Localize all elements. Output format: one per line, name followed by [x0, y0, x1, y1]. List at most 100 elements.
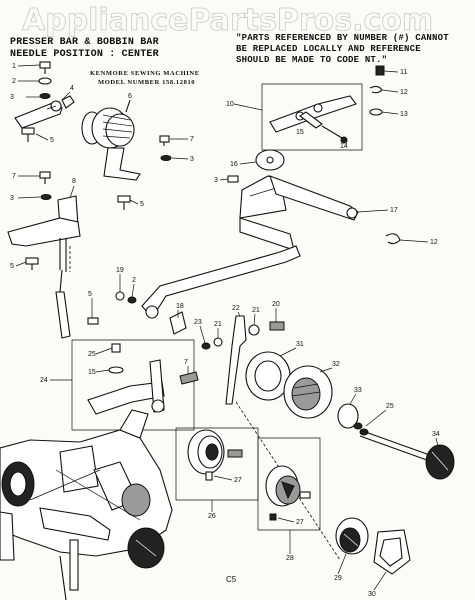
page-code: C5 — [226, 575, 237, 584]
header-right-line2: BE REPLACED LOCALLY AND REFERENCE — [236, 44, 421, 54]
model-line2: MODEL NUMBER 158.12810 — [98, 79, 195, 86]
callout-3-left: 3 — [10, 195, 14, 202]
screw-7-top-drawing — [159, 135, 170, 146]
callout-2: 2 — [12, 78, 16, 85]
nut-21b-drawing — [213, 337, 223, 347]
rod-17-drawing — [239, 175, 359, 251]
header-right-line3: SHOULD BE MADE TO CODE NT." — [236, 55, 387, 65]
callout-6: 6 — [128, 93, 132, 100]
callout-27b: 27 — [296, 519, 304, 526]
ring-31-drawing — [245, 351, 291, 401]
cam-26-drawing — [187, 429, 243, 481]
washer-3-drawing — [39, 93, 51, 99]
callout-4: 4 — [70, 85, 74, 92]
screw-5-left-drawing — [25, 257, 39, 270]
callout-5b: 5 — [140, 201, 144, 208]
bracket-4-drawing — [14, 95, 75, 129]
washer-3-left-drawing — [40, 194, 52, 200]
lever-assembly-10-drawing — [269, 95, 357, 144]
callout-10: 10 — [226, 101, 234, 108]
needle-bar-bracket-8-drawing — [7, 195, 81, 339]
screw-7-left-drawing — [39, 171, 51, 184]
callout-12: 12 — [400, 89, 408, 96]
callout-8: 8 — [72, 178, 76, 185]
callout-11: 11 — [400, 69, 407, 76]
washer-2-mid-drawing — [127, 296, 137, 304]
lever-18-drawing — [141, 245, 301, 335]
callout-15: 15 — [296, 129, 304, 136]
callout-31: 31 — [296, 341, 304, 348]
model-line1: KENMORE SEWING MACHINE — [90, 70, 200, 77]
clip-13-drawing — [369, 108, 383, 116]
callout-25: 25 — [88, 351, 96, 358]
screw-3-right-drawing — [227, 175, 239, 183]
screw-20-drawing — [269, 321, 285, 331]
callout-3: 3 — [10, 94, 14, 101]
callout-21: 21 — [252, 307, 260, 314]
callout-7b: 7 — [184, 359, 188, 366]
callout-9: 5 — [88, 291, 92, 298]
box-24-outline — [71, 339, 195, 431]
callout-27: 27 — [234, 477, 242, 484]
callout-21b: 21 — [214, 321, 222, 328]
callout-labels: 1 2 3 4 5 6 7 3 5 7 3 8 5 5 10 11 12 13 … — [10, 63, 440, 598]
callout-29: 29 — [334, 575, 342, 582]
callout-26: 26 — [208, 513, 216, 520]
callout-34: 34 — [432, 431, 440, 438]
shaft-34-drawing — [359, 429, 455, 480]
box-28-outline — [257, 437, 321, 531]
shaft-16-drawing — [239, 149, 287, 219]
cam-30-drawing — [373, 529, 411, 575]
nut-19-drawing — [115, 291, 125, 301]
callout-16: 16 — [230, 161, 238, 168]
clip-12-mid-drawing — [385, 233, 401, 245]
callout-32: 32 — [332, 361, 340, 368]
cam-29-drawing — [335, 517, 369, 555]
callout-22: 22 — [232, 305, 240, 312]
callout-5: 5 — [50, 137, 54, 144]
callout-7-left: 7 — [12, 173, 16, 180]
callout-3-right: 3 — [214, 177, 218, 184]
callout-7: 7 — [190, 136, 194, 143]
screw-5b-drawing — [117, 195, 131, 210]
screw-11-drawing — [375, 65, 385, 76]
callout-23: 23 — [194, 319, 202, 326]
washer-3b-drawing — [160, 155, 172, 161]
header-left-line1: PRESSER BAR & BOBBIN BAR — [10, 37, 159, 48]
callout-25-right: 25 — [386, 403, 394, 410]
washer-33-drawing — [337, 403, 359, 429]
callout-24: 24 — [40, 377, 48, 384]
nut-21-drawing — [248, 324, 260, 336]
callout-33: 33 — [354, 387, 362, 394]
callout-1: 1 — [12, 63, 16, 70]
callout-2-mid: 2 — [132, 277, 136, 284]
watermark-text: AppliancePartsPros.com — [22, 3, 433, 38]
clip-12-top-drawing — [369, 85, 383, 94]
screw-9-drawing — [87, 317, 99, 325]
arm-22-drawing — [225, 315, 247, 405]
callout-17: 17 — [390, 207, 398, 214]
cam-28-drawing — [265, 465, 311, 521]
box-10-outline — [261, 83, 363, 151]
cam-32-drawing — [283, 365, 333, 419]
callout-18: 18 — [176, 303, 184, 310]
callout-19: 19 — [116, 267, 124, 274]
screw-1-drawing — [39, 61, 51, 74]
callout-30: 30 — [368, 591, 376, 598]
callout-20: 20 — [272, 301, 280, 308]
callout-14: 14 — [340, 143, 348, 150]
machine-body-drawing — [0, 409, 173, 600]
callout-13: 13 — [400, 111, 408, 118]
callout-3b: 3 — [190, 156, 194, 163]
callout-15b: 15 — [88, 369, 96, 376]
callout-5-left: 5 — [10, 263, 14, 270]
washer-2-drawing — [38, 77, 52, 85]
callout-28: 28 — [286, 555, 294, 562]
thread-tension-6-drawing — [81, 99, 141, 181]
feed-assembly-24-drawing — [87, 343, 199, 415]
washer-23-drawing — [201, 342, 211, 350]
screw-5-top-drawing — [21, 127, 35, 142]
callout-12-mid: 12 — [430, 239, 438, 246]
